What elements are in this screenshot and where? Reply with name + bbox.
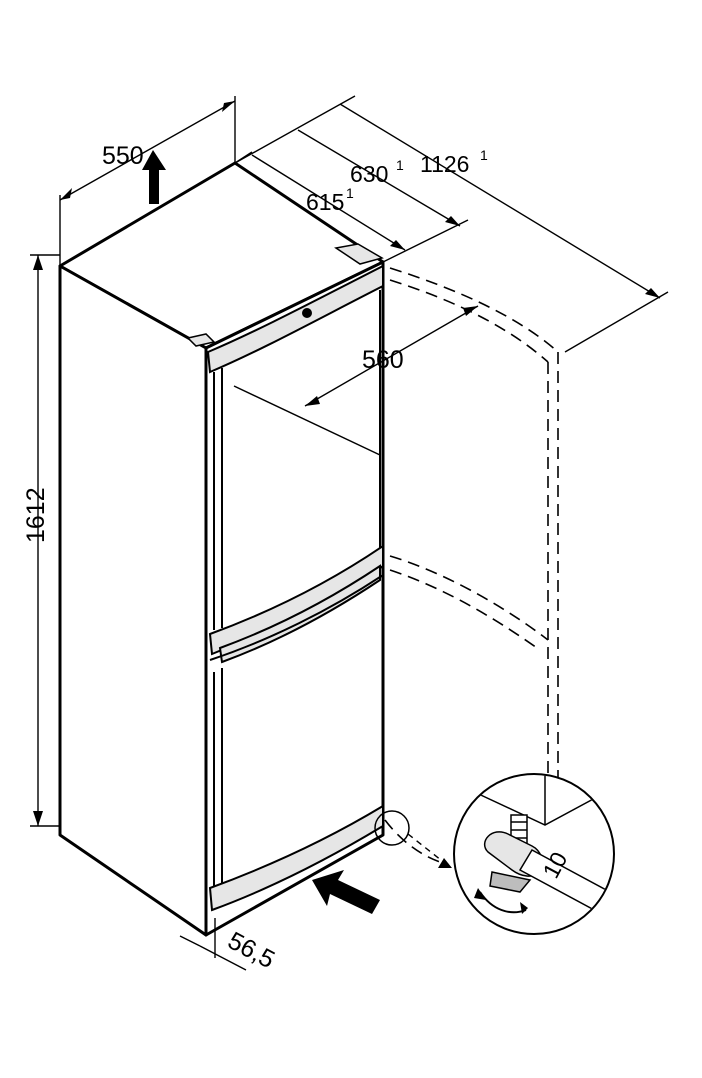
dimension-arrowheads: [33, 101, 660, 826]
middle-door-handle: [208, 544, 384, 664]
detail-leader: [407, 833, 447, 865]
depth-door-note: 1: [396, 157, 404, 173]
fridge-door-outline: [213, 290, 381, 630]
top-hinge: [186, 243, 384, 347]
dimension-lines: [30, 95, 669, 971]
door-opening-label: 560: [362, 346, 404, 374]
detail-leader-arrowhead: [438, 858, 452, 868]
upper-door-handle: [206, 264, 384, 374]
interior-line: [233, 385, 381, 456]
depth-door-label: 630: [350, 161, 388, 187]
depth-inner-label: 615: [306, 189, 344, 215]
leveling-foot-detail: [453, 773, 615, 935]
freezer-door-outline: [213, 668, 223, 888]
fridge-side-face: [58, 264, 208, 937]
up-arrow-icon: [142, 150, 166, 204]
push-arrow-icon: [312, 870, 380, 914]
height-label: 1612: [22, 487, 50, 543]
depth-inner-note: 1: [346, 185, 354, 201]
bottom-gap-label: 56,5: [223, 927, 279, 975]
depth-total-note: 1: [480, 147, 488, 163]
width-label: 550: [102, 142, 144, 170]
foot-detail-marker: [374, 810, 410, 846]
bottom-door-handle: [208, 804, 384, 912]
depth-total-label: 1126: [420, 151, 469, 177]
door-swing-outline: [384, 267, 559, 863]
